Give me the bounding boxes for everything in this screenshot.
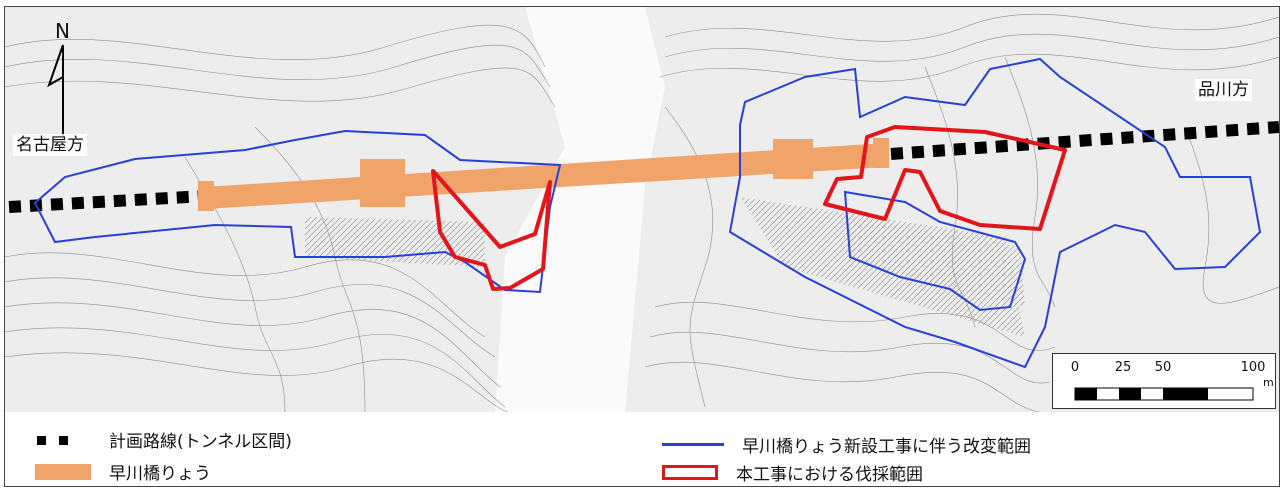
felling-range [431, 125, 1067, 291]
legend-label-felling: 本工事における伐採範囲 [736, 465, 923, 485]
scale-tick-100: 100 [1240, 360, 1266, 375]
place-label-nagoya: 名古屋方 [13, 134, 87, 156]
felling-symbol [662, 465, 718, 480]
scale-tick-0: 0 [1070, 360, 1080, 375]
scale-bar: 0 25 50 100 m [1052, 353, 1276, 409]
legend-item-felling: 本工事における伐採範囲 [662, 460, 923, 485]
north-label: N [55, 19, 70, 43]
planned-route [8, 121, 1279, 213]
scale-unit: m [1263, 376, 1274, 389]
scale-tick-50: 50 [1154, 360, 1172, 375]
topographic-map: N 名古屋方 品川方 0 25 50 100 m [4, 6, 1280, 414]
map-canvas [5, 7, 1279, 413]
bridge-symbol [35, 463, 91, 480]
scale-segments [1074, 387, 1254, 401]
bridge [198, 138, 889, 211]
legend: 計画路線(トンネル区間) 早川橋りょう 早川橋りょう新設工事に伴う改変範囲 本工… [4, 412, 1280, 487]
legend-label-route: 計画路線(トンネル区間) [109, 432, 292, 452]
legend-item-alteration: 早川橋りょう新設工事に伴う改変範囲 [662, 432, 1031, 457]
scale-tick-25: 25 [1114, 360, 1132, 375]
north-arrow-icon [47, 44, 64, 137]
alteration-symbol [662, 443, 724, 446]
legend-item-route: 計画路線(トンネル区間) [35, 427, 292, 452]
legend-label-bridge: 早川橋りょう [109, 464, 211, 484]
legend-label-alteration: 早川橋りょう新設工事に伴う改変範囲 [742, 437, 1031, 457]
alteration-boundaries [33, 57, 1262, 369]
place-label-shinagawa: 品川方 [1195, 79, 1252, 101]
legend-item-bridge: 早川橋りょう [35, 459, 211, 484]
river-valley [495, 7, 665, 413]
route-symbol [35, 432, 91, 448]
